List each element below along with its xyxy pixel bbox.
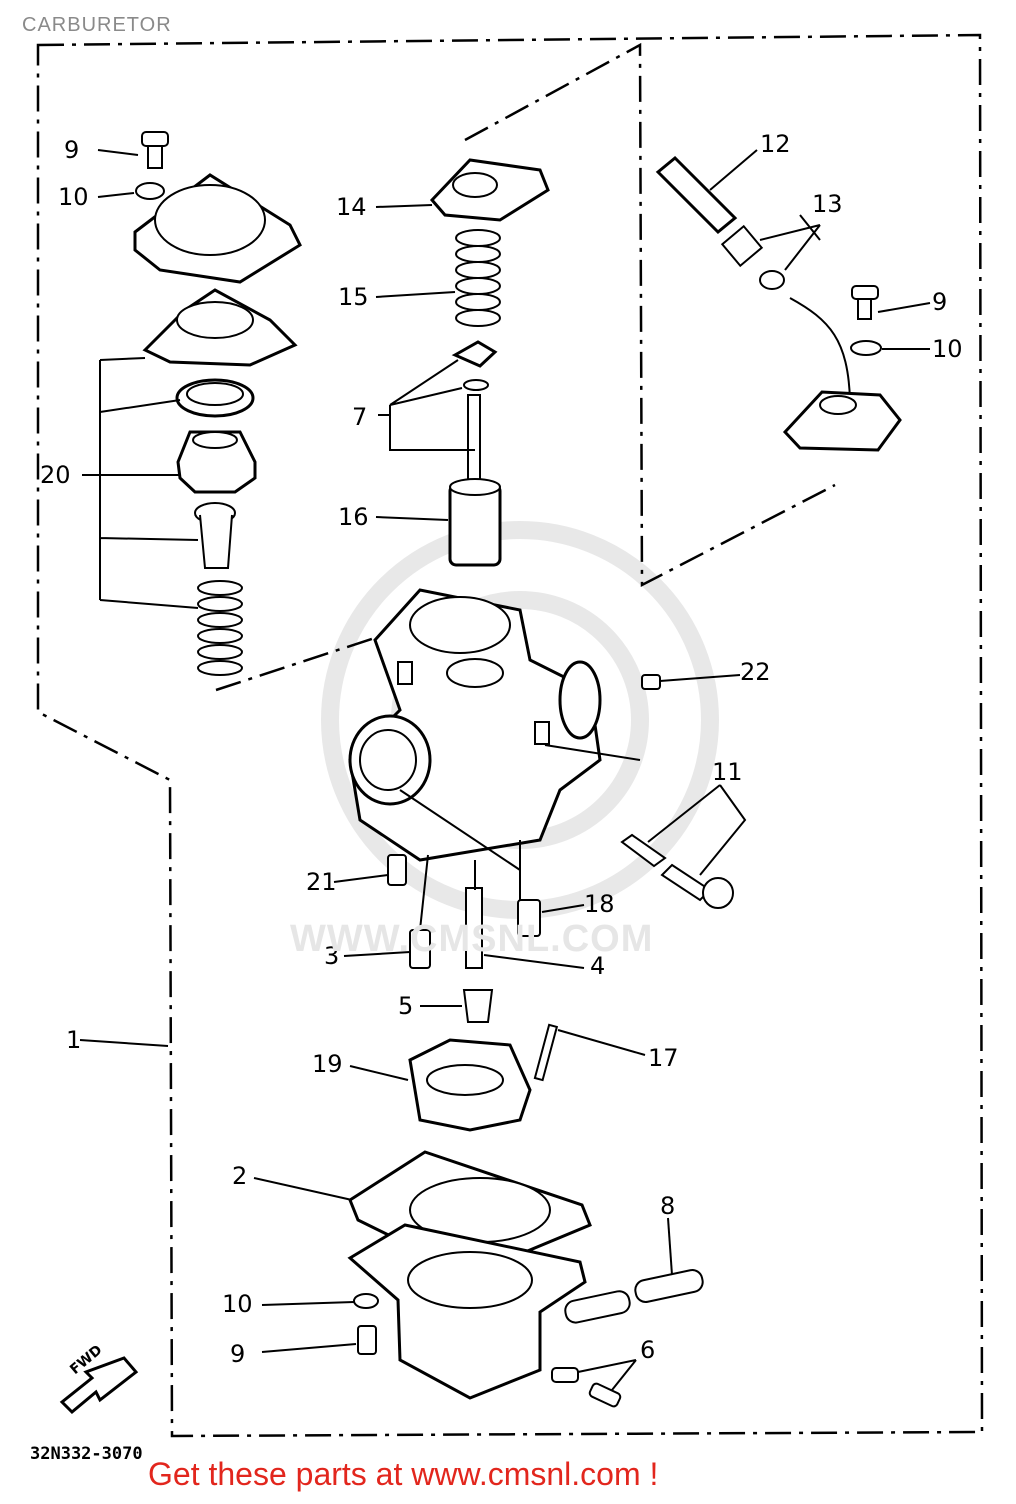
diagram-code: 32N332-3070 bbox=[30, 1444, 143, 1464]
callout-1: 1 bbox=[66, 1026, 81, 1054]
callout-14: 14 bbox=[336, 193, 367, 221]
callout-6: 6 bbox=[640, 1336, 655, 1364]
cap-assembly bbox=[133, 131, 302, 676]
callout-7: 7 bbox=[352, 403, 367, 431]
callout-13: 13 bbox=[812, 190, 843, 218]
callout-11: 11 bbox=[712, 758, 743, 786]
assembly-boundary bbox=[36, 33, 984, 1438]
callout-labels: 9 10 14 12 13 15 9 10 7 20 16 22 11 21 1… bbox=[40, 130, 963, 1368]
callout-9b: 9 bbox=[932, 288, 947, 316]
callout-3: 3 bbox=[324, 942, 339, 970]
callout-4: 4 bbox=[590, 952, 605, 980]
callout-22: 22 bbox=[740, 658, 771, 686]
leader-cap-to-body bbox=[215, 608, 461, 692]
callout-2: 2 bbox=[232, 1162, 247, 1190]
callout-9: 9 bbox=[64, 136, 79, 164]
callout-10c: 10 bbox=[222, 1290, 253, 1318]
carburetor-body bbox=[348, 588, 661, 862]
jets-and-screws bbox=[387, 833, 734, 1023]
page-title: CARBURETOR bbox=[22, 14, 172, 36]
center-stack bbox=[429, 158, 550, 567]
callout-12: 12 bbox=[760, 130, 791, 158]
callout-17: 17 bbox=[648, 1044, 679, 1072]
choke-assembly bbox=[655, 155, 902, 452]
watermark-text: WWW.CMSNL.COM bbox=[290, 918, 654, 960]
callout-20: 20 bbox=[40, 461, 71, 489]
callout-19: 19 bbox=[312, 1050, 343, 1078]
leader-lines bbox=[79, 149, 931, 1391]
callout-8: 8 bbox=[660, 1192, 675, 1220]
fwd-arrow bbox=[59, 1356, 139, 1415]
callout-10b: 10 bbox=[932, 335, 963, 363]
callout-16: 16 bbox=[338, 503, 369, 531]
leader-boundary-14 bbox=[464, 42, 836, 588]
callout-18: 18 bbox=[584, 890, 615, 918]
callout-10: 10 bbox=[58, 183, 89, 211]
callout-15: 15 bbox=[338, 283, 369, 311]
promo-link[interactable]: Get these parts at www.cmsnl.com ! bbox=[148, 1456, 659, 1492]
callout-9c: 9 bbox=[230, 1340, 245, 1368]
callout-21: 21 bbox=[306, 868, 337, 896]
float-and-chamber bbox=[347, 1023, 704, 1408]
callout-5: 5 bbox=[398, 992, 413, 1020]
